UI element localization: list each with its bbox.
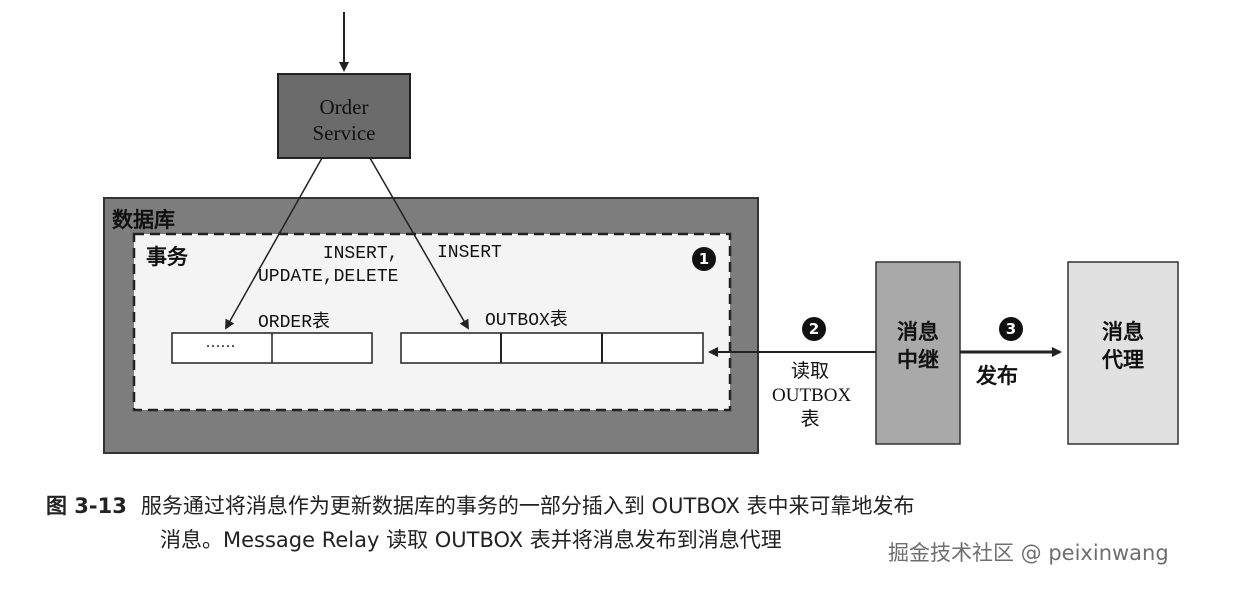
step-3-badge: 3 [999,317,1023,341]
publish-label: 发布 [976,364,1018,388]
message-relay-label-line1: 消息 [897,320,939,344]
watermark: 掘金技术社区 @ peixinwang [888,541,1169,565]
figure-caption: 图 3-13 服务通过将消息作为更新数据库的事务的一部分插入到 OUTBOX 表中… [46,490,1206,557]
outbox-table-label: OUTBOX表 [485,311,568,331]
caption-line1-wrap: 图 3-13 服务通过将消息作为更新数据库的事务的一部分插入到 OUTBOX 表中… [46,490,1206,524]
message-broker-box [1067,261,1179,445]
outbox-table [400,332,704,364]
read-outbox-line1: 读取 [790,360,829,382]
database-label: 数据库 [112,208,175,232]
order-operations-line2: UPDATE,DELETE [258,267,399,288]
read-outbox-label: 读取 OUTBOX 表 [772,360,852,431]
order-operations-label: INSERT, UPDATE,DELETE [258,243,398,290]
read-outbox-line2: OUTBOX [772,384,852,406]
step-2-badge: 2 [802,317,826,341]
message-broker-label-line1: 消息 [1102,320,1144,344]
message-broker-label-line2: 代理 [1102,348,1144,373]
read-outbox-line3: 表 [800,407,820,430]
order-service-label-line2: Service [312,121,376,146]
figure-number: 图 3-13 [46,494,127,518]
caption-line1: 服务通过将消息作为更新数据库的事务的一部分插入到 OUTBOX 表中来可靠地发布 [140,494,915,518]
order-operations-line1: INSERT, [322,244,399,264]
step-1-badge: 1 [692,247,716,271]
message-relay-label: 消息 中继 [876,318,960,375]
message-broker-label: 消息 代理 [1068,318,1178,375]
transaction-box [132,232,732,412]
caption-line2: 消息。Message Relay 读取 OUTBOX 表并将消息发布到消息代理 [160,527,782,552]
order-table-label: ORDER表 [258,313,331,333]
order-service-box [277,73,411,159]
order-table-placeholder: ...... [206,334,236,351]
order-service-label-line1: Order [319,95,369,119]
order-service-to-order-table-arrow [225,157,323,330]
transaction-label: 事务 [146,245,188,269]
message-relay-label-line2: 中继 [897,348,939,373]
order-service-label: Order Service [278,94,410,147]
outbox-operations-label: INSERT [437,243,502,263]
order-service-to-outbox-table-arrow [369,157,469,330]
